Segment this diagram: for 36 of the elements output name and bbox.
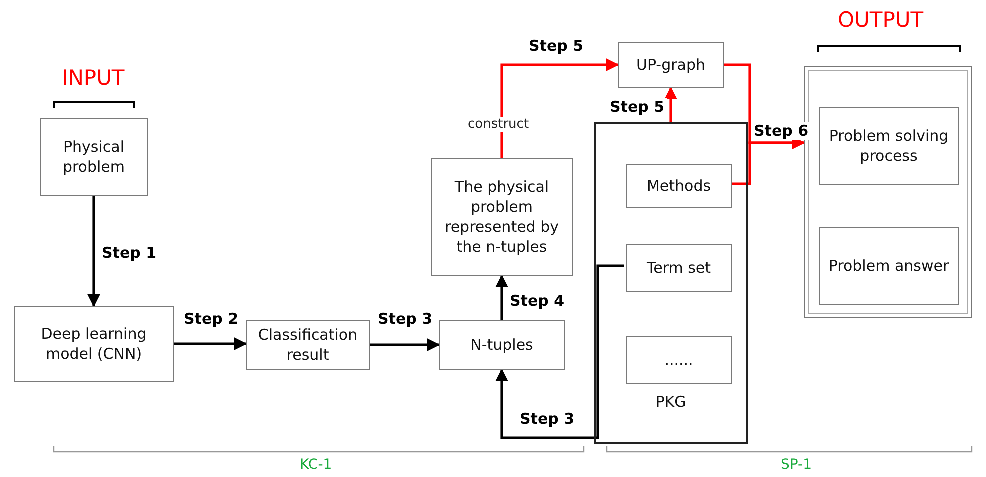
arrow: [496, 264, 624, 440]
node-label: N-tuples: [470, 334, 534, 356]
node-label: Deep learning model (CNN): [40, 324, 148, 364]
process-box: [618, 42, 724, 88]
process-box: [819, 227, 959, 305]
process-box: [40, 118, 148, 196]
node-label: Classification result: [257, 324, 359, 366]
arrow: [174, 338, 248, 350]
process-box: [819, 107, 959, 185]
arrow: [500, 58, 620, 158]
node-label: Physical problem: [62, 136, 126, 178]
process-box: [431, 158, 573, 276]
process-box: [246, 320, 370, 370]
process-box: [14, 306, 174, 382]
node-label: Term set: [646, 258, 712, 278]
process-box: [439, 320, 565, 370]
group-label: PKG: [654, 392, 688, 412]
edge-label: Step 6: [752, 122, 811, 140]
line-label: construct: [466, 117, 532, 132]
node-label: Methods: [646, 176, 712, 196]
edge-label: Step 5: [608, 98, 667, 116]
arrow: [496, 274, 508, 320]
edge-label: Step 4: [508, 292, 567, 310]
process-box: [626, 164, 732, 208]
node-label: Problem answer: [828, 256, 950, 276]
edge-label: Step 1: [100, 244, 159, 262]
group-box: [594, 122, 748, 444]
process-box: [626, 244, 732, 292]
process-box: [626, 336, 732, 384]
arrow: [370, 338, 440, 352]
node-label: Problem solving process: [828, 126, 950, 166]
node-label: UP-graph: [636, 54, 706, 76]
arrow: [664, 86, 678, 122]
arrow: [88, 196, 100, 308]
node-label: ......: [664, 350, 694, 370]
node-label: The physical problem represented by the n-tuples: [444, 176, 560, 258]
